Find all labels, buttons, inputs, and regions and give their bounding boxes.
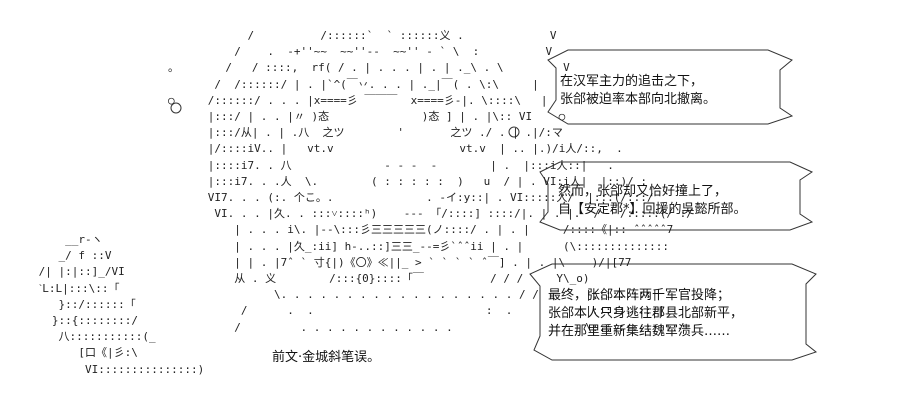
ascii-art-character: / /::::::` ` ::::::义 . V / . -+''~~ ~~''…	[168, 29, 693, 334]
speech-bubble-1-outline	[547, 49, 794, 125]
ascii-art-small-character: __r‐ヽ _/ f ::V /| |:|::]_/VI ˋL:L|:::\::…	[38, 233, 205, 376]
bubble-3-line-3: 并在那里重新集结魏军溃兵……	[548, 324, 731, 339]
bubble-1-line-2: 张郃被迫率本部向北撤离。	[560, 92, 717, 107]
bubble-3-line-2: 张郃本人只身逃往郡县北部新平，	[548, 306, 744, 321]
speech-bubble-2-outline	[539, 161, 814, 231]
speech-bubble-3-outline	[529, 263, 818, 361]
caption-text: 前文·金城斜笔误。	[272, 350, 381, 365]
bubble-1-line-1: 在汉军主力的追击之下，	[560, 74, 704, 89]
circle-mark-left	[170, 102, 182, 114]
bubble-2-line-2: 自【安定郡*】回援的吳懿所部。	[558, 202, 747, 217]
bubble-2-line-1: 然而，张郃却又恰好撞上了，	[558, 184, 728, 199]
circle-mark-right	[508, 126, 520, 138]
bubble-3-line-1: 最终，张郃本阵两千军官投降；	[548, 288, 731, 303]
